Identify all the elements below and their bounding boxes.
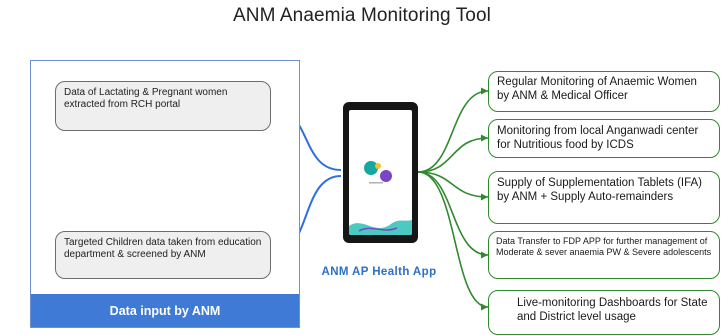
output-box-live-dashboards: Live-monitoring Dashboards for State and… xyxy=(488,290,720,335)
app-logo-teal-circle xyxy=(364,161,378,175)
input-box-children-data: Targeted Children data taken from educat… xyxy=(55,231,271,279)
arrowhead-5 xyxy=(481,303,488,311)
app-splash-text-line xyxy=(369,182,383,184)
connector-output-2 xyxy=(417,137,489,173)
app-splash-wave xyxy=(349,220,412,235)
output-box-anganwadi-monitoring: Monitoring from local Anganwadi center f… xyxy=(488,119,720,158)
output-box-regular-monitoring: Regular Monitoring of Anaemic Women by A… xyxy=(488,71,720,112)
app-splash-graphic xyxy=(349,161,412,235)
data-input-panel: Data of Lactating & Pregnant women extra… xyxy=(30,60,300,328)
output-box-fdp-transfer: Data Transfer to FDP APP for further man… xyxy=(488,231,720,279)
arrowhead-1 xyxy=(481,87,488,95)
input-box-rch-data: Data of Lactating & Pregnant women extra… xyxy=(55,81,271,131)
app-label: ANM AP Health App xyxy=(321,266,437,278)
connector-output-5 xyxy=(417,171,489,308)
diagram-title: ANM Anaemia Monitoring Tool xyxy=(233,5,491,26)
output-box-ifa-supply: Supply of Supplementation Tablets (IFA) … xyxy=(488,171,720,224)
app-splash-wave-accent xyxy=(358,227,398,232)
arrowhead-3 xyxy=(481,193,488,201)
data-input-footer: Data input by ANM xyxy=(31,294,299,327)
arrowhead-4 xyxy=(481,251,488,259)
connector-output-1 xyxy=(417,90,489,173)
app-logo-purple-circle xyxy=(380,170,392,182)
phone-screen xyxy=(349,110,412,235)
app-logo-yellow-dot xyxy=(375,163,381,169)
connector-output-3 xyxy=(417,171,489,198)
phone-frame xyxy=(343,102,418,243)
arrowhead-2 xyxy=(481,134,488,142)
